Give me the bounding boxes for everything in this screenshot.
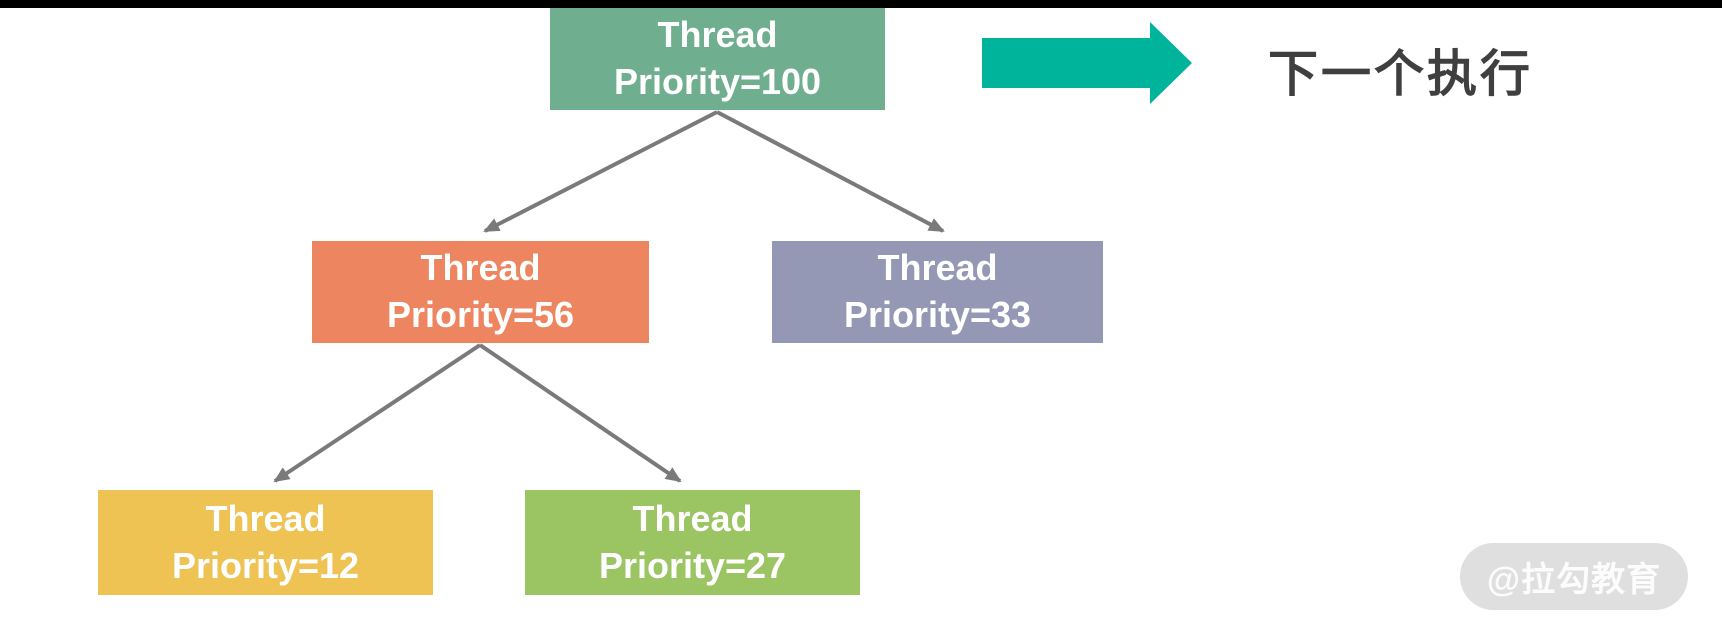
- tree-node-priority-27: Thread Priority=27: [525, 490, 860, 595]
- tree-node-priority-12: Thread Priority=12: [98, 490, 433, 595]
- node-priority: Priority=12: [171, 544, 360, 586]
- next-execution-arrow-icon: [982, 22, 1192, 104]
- tree-node-priority-56: Thread Priority=56: [312, 241, 649, 343]
- node-priority: Priority=100: [613, 61, 822, 102]
- next-execution-label: 下一个执行: [1268, 46, 1533, 102]
- watermark-badge: @拉勾教育: [1460, 543, 1688, 610]
- edge-left-to-leftright: [478, 343, 682, 483]
- edge-left-to-leftleft: [273, 343, 482, 483]
- node-priority: Priority=33: [843, 294, 1032, 335]
- tree-node-priority-33: Thread Priority=33: [772, 241, 1103, 343]
- node-title: Thread: [205, 497, 326, 539]
- node-title: Thread: [657, 14, 778, 56]
- node-priority: Priority=27: [598, 544, 787, 586]
- edge-root-to-right: [716, 110, 945, 233]
- tree-node-priority-100: Thread Priority=100: [550, 8, 885, 110]
- top-black-bar: [0, 0, 1722, 8]
- node-title: Thread: [420, 247, 541, 289]
- edge-root-to-left: [483, 110, 718, 233]
- watermark-text: @拉勾教育: [1486, 561, 1662, 599]
- node-priority: Priority=56: [386, 294, 575, 335]
- node-title: Thread: [877, 247, 998, 289]
- node-title: Thread: [632, 497, 753, 539]
